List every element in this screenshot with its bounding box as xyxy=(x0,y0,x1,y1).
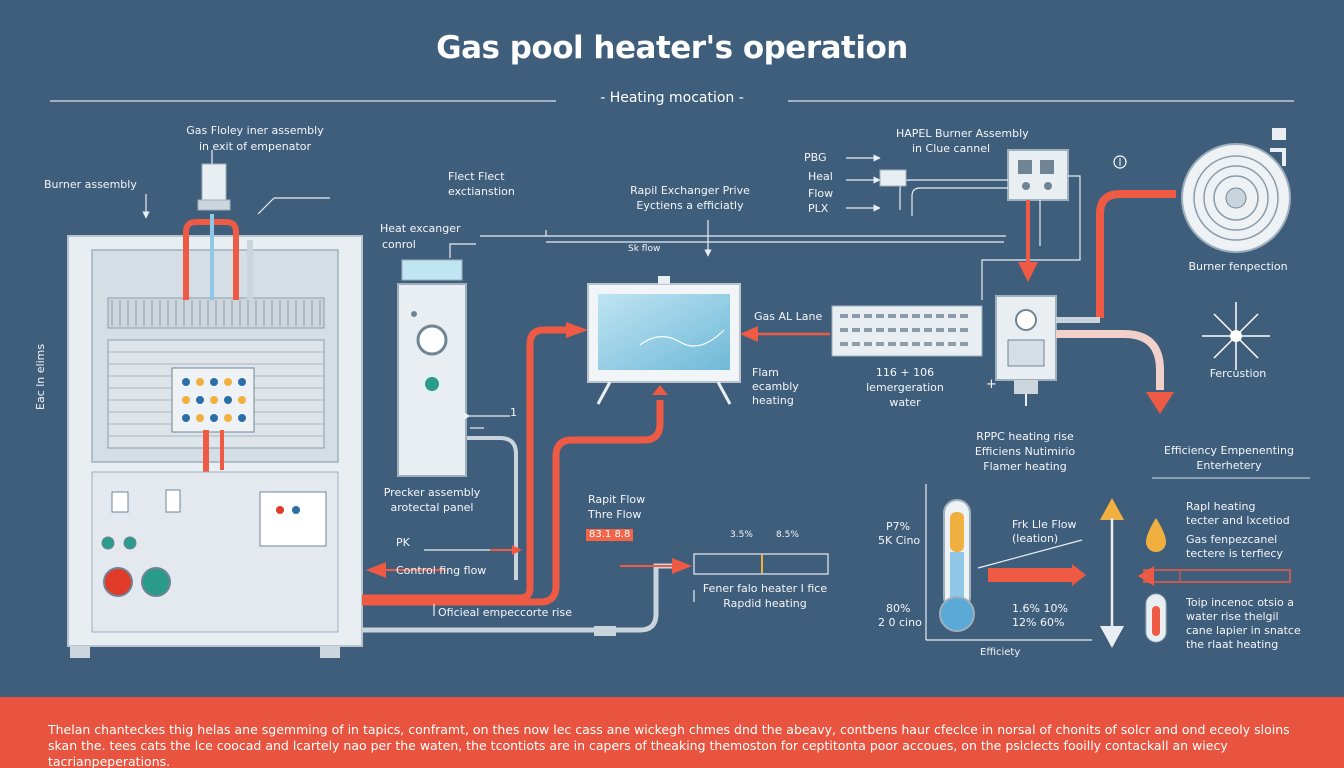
label-enterhetery: Enterhetery xyxy=(1196,459,1262,472)
top-burner-box xyxy=(1007,149,1069,201)
label-num-plus: + xyxy=(986,377,997,392)
label-pk: PK xyxy=(396,536,410,549)
heater-unit xyxy=(67,163,363,658)
fan-icon xyxy=(1181,128,1291,253)
label-efficiency-emp: Efficiency Empenenting xyxy=(1164,444,1294,457)
label-control-fing-flow: Control fing flow xyxy=(396,564,487,577)
label-efficiety: Efficiety xyxy=(980,647,1021,658)
label-tectere-ferficy: tectere is terfiecy xyxy=(1186,547,1283,560)
label-eyections: Eyctiens a efficiatly xyxy=(636,199,744,212)
label-lemergeration: lemergeration xyxy=(866,381,944,394)
label-rapit-flow: Rapit Flow xyxy=(588,493,646,506)
label-hapel-burner: HAPEL Burner Assembly xyxy=(896,127,1029,140)
label-toip-1: Toip incenoc otsio a xyxy=(1186,596,1295,609)
burner-grid xyxy=(831,305,983,357)
label-heating-small: heating xyxy=(752,394,794,407)
label-precker-assembly: Precker assembly xyxy=(383,486,481,499)
label-pbg: PBG xyxy=(804,151,827,164)
label-p7-pct: P7% xyxy=(886,520,911,533)
label-burner-fenpection: Burner fenpection xyxy=(1188,260,1288,273)
heat-exchanger-column xyxy=(397,259,467,477)
label-sk-cino: 5K Cino xyxy=(878,534,921,547)
label-flam: Flam xyxy=(752,366,779,379)
label-heat-exchanger: Heat excanger xyxy=(380,222,461,235)
label-fener: Fener falo heater I fice xyxy=(702,582,828,595)
label-gas-al-lane: Gas AL Lane xyxy=(754,310,823,323)
label-pct-12: 12% 60% xyxy=(1012,616,1065,629)
label-pct-15: 1.6% 10% xyxy=(1012,602,1068,615)
label-toip-2: water rise thelgil xyxy=(1186,610,1279,623)
label-temp-116: 116 + 106 xyxy=(875,366,935,379)
label-flamer-heating: Flamer heating xyxy=(983,460,1067,473)
label-ecambly: ecambly xyxy=(752,380,799,393)
label-flow: Flow xyxy=(808,187,834,200)
label-p80-pct: 80% xyxy=(886,602,911,615)
label-num-1: 1 xyxy=(510,406,517,419)
label-plx: PLX xyxy=(808,202,829,215)
page-subtitle: - Heating mocation - xyxy=(600,90,744,106)
label-extinction: exctianstion xyxy=(448,185,515,198)
label-rppc-heating: RPPC heating rise xyxy=(976,430,1074,443)
label-c80-cino: 2 0 cino xyxy=(878,616,922,629)
label-fercustion: Fercustion xyxy=(1209,367,1267,380)
label-control: conrol xyxy=(382,238,416,251)
label-rapl-heating: Rapl heating xyxy=(1186,500,1256,513)
label-gas-tenp: Gas fenpezcanel xyxy=(1186,533,1278,546)
label-water: water xyxy=(889,396,921,409)
pool-display xyxy=(587,276,741,405)
value-tag: 83.1 8.8 xyxy=(586,529,634,541)
footer-band xyxy=(0,697,1344,768)
label-thre-flow: Thre Flow xyxy=(588,508,642,521)
label-burner-assembly-left: Burner assembly xyxy=(44,178,137,191)
label-rapid-exchanger: Rapil Exchanger Prive xyxy=(630,184,750,197)
page-title: Gas pool heater's operation xyxy=(436,30,908,66)
valve-assembly xyxy=(995,295,1057,406)
label-oficieal: Oficieal empeccorte rise xyxy=(438,606,572,619)
label-leation: (leation) xyxy=(1012,532,1059,545)
label-efficiens: Efficiens Nutimirio xyxy=(974,445,1076,458)
label-pct-85: 8.5% xyxy=(776,530,799,540)
label-gas-flow-inner: Gas Floley iner assembly xyxy=(186,124,324,137)
label-sk-flow: Sk flow xyxy=(628,244,661,254)
label-tecter: tecter and lxcetiod xyxy=(1186,514,1290,527)
label-arotectal-panel: arotectal panel xyxy=(390,501,474,514)
label-side-vertical: Eac ln elims xyxy=(34,343,47,410)
label-pct-35: 3.5% xyxy=(730,530,753,540)
label-flect: Flect Flect xyxy=(448,170,505,183)
label-in-clue: in Clue cannel xyxy=(912,142,991,155)
label-frk-flow: Frk Lle Flow xyxy=(1012,518,1077,531)
footer-text: Thelan chanteckes thig helas ane sgemmin… xyxy=(48,722,1290,768)
thermometer xyxy=(939,499,975,632)
label-rapdid-heating: Rapdid heating xyxy=(723,597,807,610)
label-toip-3: cane lapier in snatce xyxy=(1186,624,1301,637)
label-in-exit: in exit of empenator xyxy=(198,140,312,153)
label-toip-4: the rlaat heating xyxy=(1186,638,1279,651)
label-heal: Heal xyxy=(808,170,833,183)
